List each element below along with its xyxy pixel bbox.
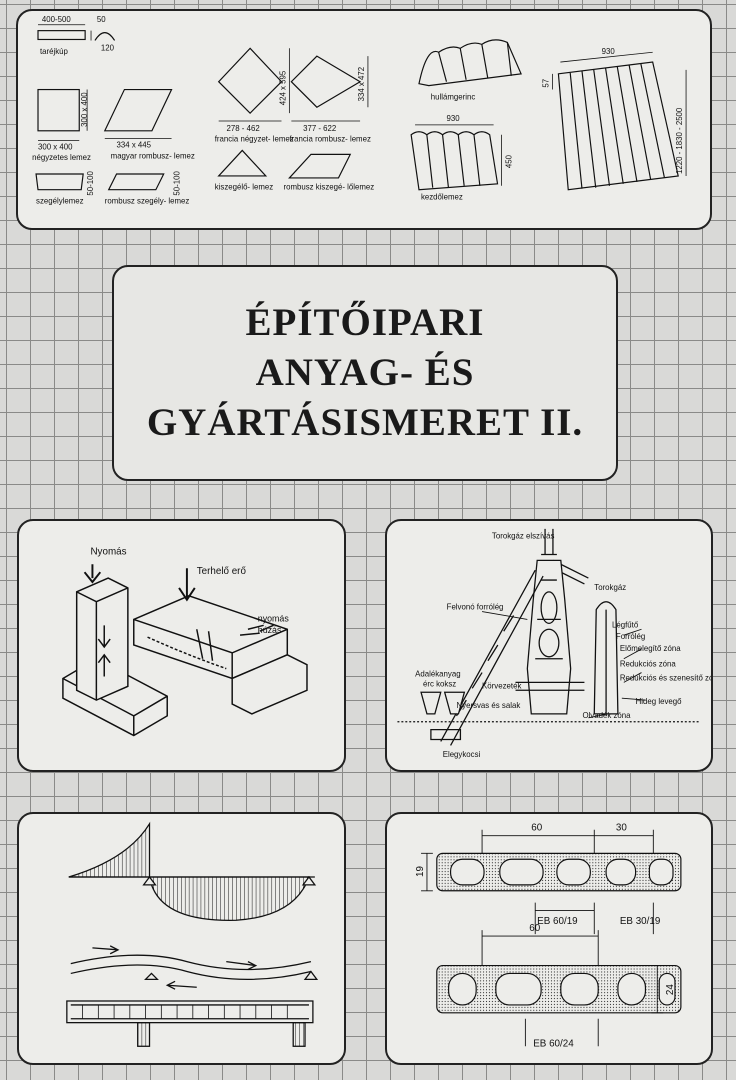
beam-deflection-panel <box>17 812 346 1065</box>
olvadek-zona-label: Olvadék zóna <box>582 711 631 720</box>
francia-rombusz-side-label: 334 x 472 <box>357 67 366 101</box>
hideg-levego-label: Hideg levegő <box>636 697 683 706</box>
kezdo-w-label: 930 <box>446 114 460 123</box>
moment-area-left <box>68 821 151 878</box>
column <box>75 577 129 701</box>
legfuto-label: Légfűtő <box>612 620 639 629</box>
dim-60-bottom: 60 <box>529 923 540 934</box>
tarejkup-profile <box>94 32 116 41</box>
kezdolemez-label: kezdőlemez <box>421 193 463 202</box>
felvono-forroleg-label: Felvonó forrólég <box>447 603 504 612</box>
negyzetes-side-label: 300 x 400 <box>80 92 89 127</box>
francia-negyzet-label: francia négyzet- lemez <box>215 135 294 144</box>
hopper-coke <box>443 691 466 715</box>
hullam-w-label: 930 <box>602 47 616 56</box>
korvezetek-label: Körvezeték <box>482 681 521 690</box>
tarejkup-h-label: 50 <box>97 15 106 24</box>
stress-diagram-panel: Nyomás Terhelő erő nyomás húzás <box>17 519 346 772</box>
dim-19: 19 <box>415 866 426 877</box>
francia-negyzet-dim-label: 278 - 462 <box>227 124 260 133</box>
tarejkup-shape <box>37 30 86 41</box>
redukcios-szenesito-label: Redukciós és szenesítő zóna <box>620 673 711 682</box>
reinforced-beam <box>66 1000 314 1024</box>
slab-eb60-24 <box>436 964 682 1014</box>
slab-section-diagram: 60 30 19 EB 60/19 EB 30/19 60 24 EB 60/2… <box>415 823 682 1049</box>
slab-section-panel: 60 30 19 EB 60/19 EB 30/19 60 24 EB 60/2… <box>385 812 713 1065</box>
stress-diagram: Nyomás Terhelő erő nyomás húzás <box>62 546 308 737</box>
hopper-ore <box>420 691 442 715</box>
negyzetes-label: négyzetes lemez <box>32 153 91 162</box>
torokgaz-label: Torokgáz <box>594 583 626 592</box>
torokgaz-elszivas-label: Torokgáz elszívás <box>492 532 555 541</box>
eb60-24-label: EB 60/24 <box>533 1038 574 1049</box>
title-line-2: ANYAG- ÉS <box>255 351 475 394</box>
hullam-len-label: 1220 - 1830 - 2500 <box>675 107 684 174</box>
beam-deflection-diagram <box>66 821 319 1047</box>
francia-negyzet-shape <box>217 47 283 114</box>
title-line-1: ÉPÍTŐIPARI <box>245 301 485 344</box>
hullamgerinc-label: hullámgerinc <box>431 92 476 101</box>
tarejkup-w-label: 120 <box>101 43 115 52</box>
moment-area-right <box>148 876 310 921</box>
szegely-shape <box>35 173 84 191</box>
tarejkup-label: taréjkúp <box>40 47 69 56</box>
hullam-side-label: 57 <box>542 79 551 88</box>
elegykocsi-label: Elegykocsi <box>443 750 481 759</box>
magyar-label: magyar rombusz- lemez <box>111 151 195 160</box>
dim-60-top: 60 <box>531 823 542 834</box>
eb30-19-label: EB 30/19 <box>620 916 660 927</box>
rombusz-szegely-label: rombusz szegély- lemez <box>105 196 190 205</box>
szegely-h-label: 50-100 <box>86 171 95 196</box>
francia-rombusz-shape <box>290 55 362 108</box>
kiszegelo-shape <box>217 149 268 177</box>
rombusz-kiszegelo-label: rombusz kiszegé- lőlemez <box>283 183 374 192</box>
magyar-dim-label: 334 x 445 <box>117 140 152 149</box>
negyzetes-dim-label: 300 x 400 <box>38 142 73 151</box>
dim-30: 30 <box>616 823 627 834</box>
elomelegito-label: Előmelegítő zóna <box>620 644 681 653</box>
title-line-3: GYÁRTÁSISMERET II. <box>146 401 584 444</box>
hullamgerinc-shape <box>418 39 522 87</box>
francia-negyzet-side-label: 424 x 595 <box>278 70 287 105</box>
hullamlemez-shape <box>557 61 679 191</box>
tarejkup-dim-label: 400-500 <box>42 15 71 24</box>
kiszegelo-label: kiszegélő- lemez <box>215 183 273 192</box>
blast-furnace-diagram: Torokgáz elszívás Torokgáz Felvonó forró… <box>397 528 711 759</box>
redukcios-label: Redukciós zóna <box>620 660 677 669</box>
blast-furnace-panel: Torokgáz elszívás Torokgáz Felvonó forró… <box>385 519 713 772</box>
nyomas-label: Nyomás <box>90 546 126 557</box>
rombusz-szegely-h-label: 50-100 <box>172 171 181 196</box>
erc-koksz-label: érc koksz <box>423 679 456 688</box>
negyzetes-shape <box>37 88 80 132</box>
furnace-body <box>526 559 572 715</box>
nyomas2-label: nyomás <box>258 613 290 623</box>
eb60-19-label: EB 60/19 <box>537 916 577 927</box>
forroleg-label: Forrólég <box>616 632 645 641</box>
nyersvas-salak-label: Nyersvas és salak <box>456 701 520 710</box>
adalekanyag-label: Adalékanyag <box>415 670 460 679</box>
rombusz-szegely-shape <box>107 173 165 191</box>
roofing-diagram-panel: 400-500 50 120 taréjkúp 300 x 400 300 x … <box>16 9 712 230</box>
kezdo-h-label: 450 <box>504 154 513 168</box>
terhelo-ero-label: Terhelő erő <box>197 566 247 577</box>
kezdolemez-shape <box>410 131 499 191</box>
book-title-panel: ÉPÍTŐIPARI ANYAG- ÉS GYÁRTÁSISMERET II. <box>112 265 618 481</box>
huzas-label: húzás <box>258 625 282 635</box>
magyar-rombusz-shape <box>103 88 173 132</box>
francia-rombusz-dim-label: 377 - 622 <box>303 124 336 133</box>
szegely-label: szegélylemez <box>36 196 84 205</box>
rombusz-kiszegelo-shape <box>288 153 352 179</box>
roofing-diagram: 400-500 50 120 taréjkúp 300 x 400 300 x … <box>32 15 687 205</box>
dim-24: 24 <box>665 984 676 995</box>
francia-rombusz-label: francia rombusz- lemez <box>289 135 371 144</box>
